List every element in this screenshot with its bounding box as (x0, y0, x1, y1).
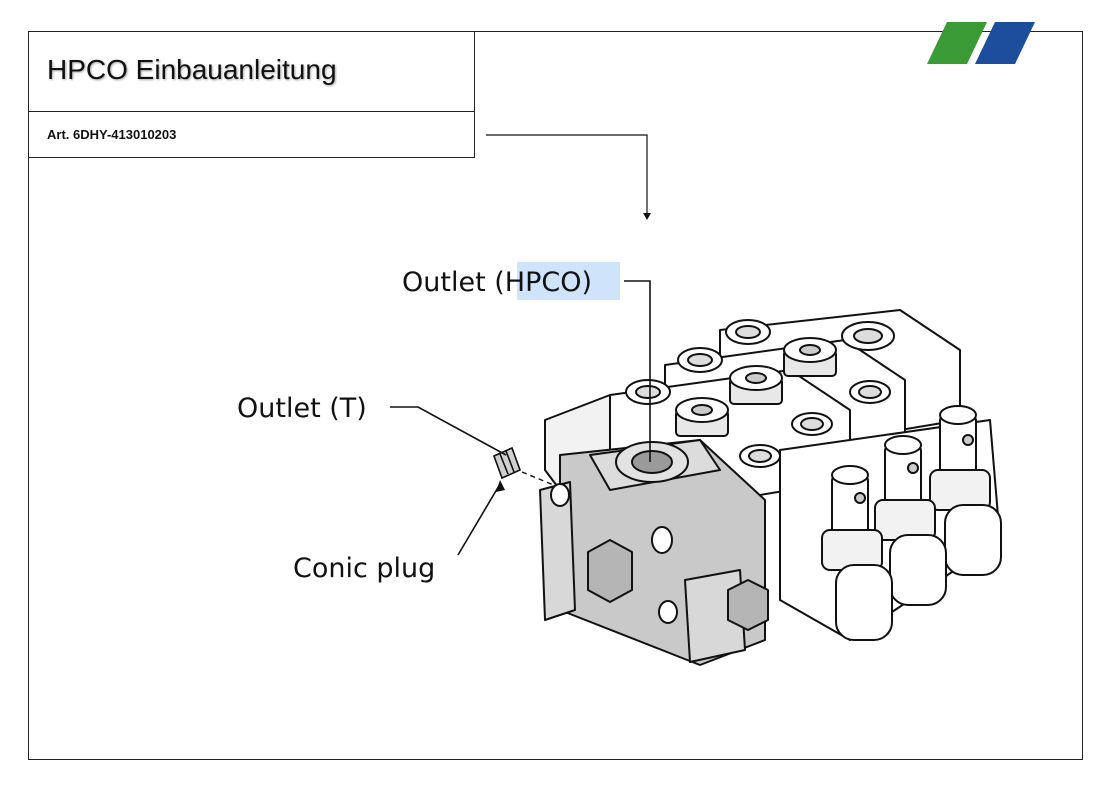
inlet-cover (539, 439, 769, 666)
plug-dash-line (521, 471, 557, 487)
spool-ends (821, 405, 1002, 641)
label-outlet-hpco: Outlet (HPCO) (402, 267, 592, 298)
conic-plug-arrow-head (496, 480, 505, 492)
logo-blue-stripe (975, 22, 1035, 64)
article-box: Art. 6DHY-413010203 (28, 111, 475, 158)
reference-arrow (486, 134, 648, 214)
leader-lines (390, 280, 651, 556)
label-outlet-t: Outlet (T) (237, 393, 367, 424)
article-number: Art. 6DHY-413010203 (47, 127, 177, 142)
page-frame (28, 31, 1083, 760)
logo-green-stripe (927, 22, 987, 64)
company-logo (927, 22, 1035, 64)
document-title: HPCO Einbauanleitung (47, 54, 337, 85)
reference-arrow-head (643, 213, 651, 220)
label-conic-plug: Conic plug (293, 553, 435, 584)
hpco-highlight (517, 262, 620, 300)
conic-plug (492, 446, 522, 480)
